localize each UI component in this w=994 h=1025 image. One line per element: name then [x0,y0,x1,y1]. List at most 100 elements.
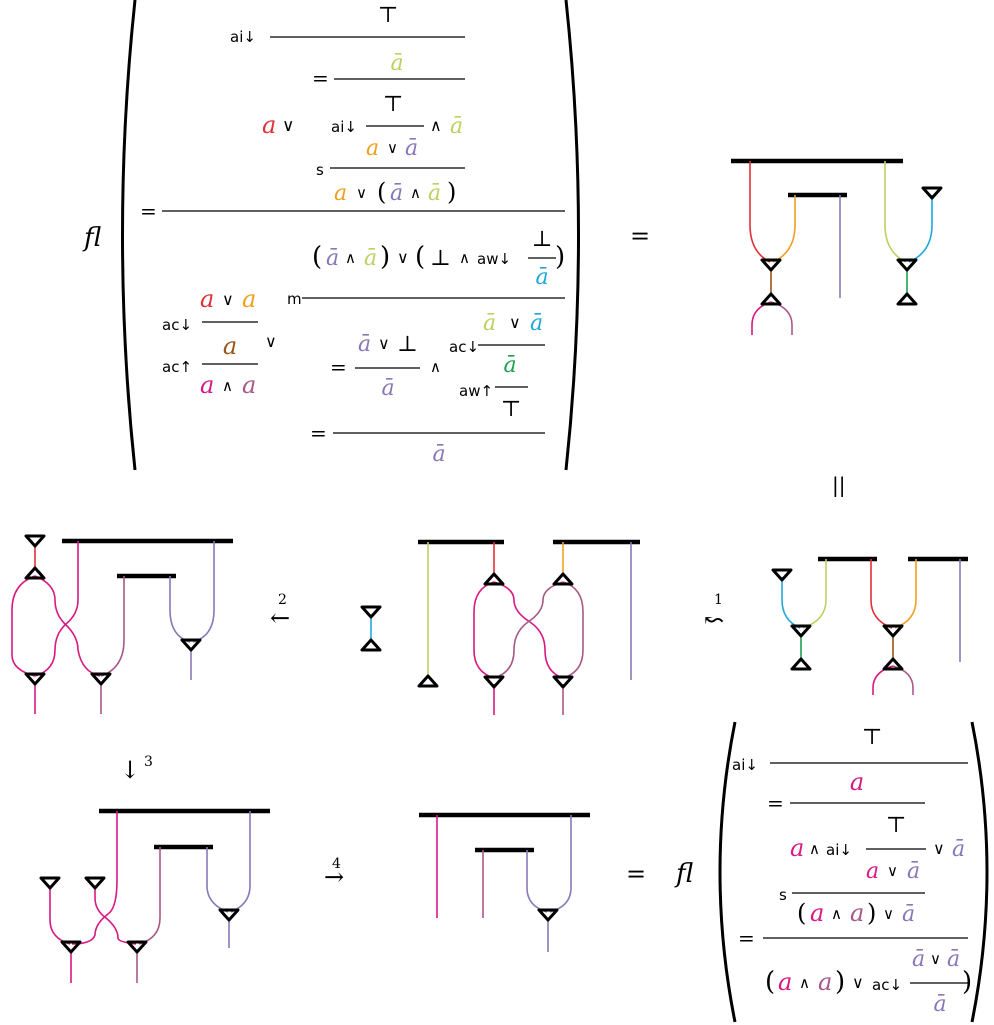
step-arrow-4: → [324,863,344,891]
lparen-3: ( [415,242,425,272]
abar-green-1: ā [503,353,516,378]
a-orange-1: a [366,136,379,161]
a-mauve-2: a [850,899,864,927]
bottom-derivation: fl ai↓ ⊤ a = a ∧ ai↓ ⊤ a ∨ ā ∨ ā s ( a ∧… [674,721,989,1023]
top-derivation: fl ai↓ ⊤ = ā a ∨ ai↓ ⊤ a ∨ ā ∧ ā s a ∨ (… [82,0,580,471]
rparen-3: ) [555,242,565,272]
and-7: ∧ [809,840,820,858]
or-4: ∨ [397,248,409,267]
lparen-5: ( [765,967,775,997]
abar-purple-9: ā [902,902,915,927]
a-orange-3: a [242,285,256,313]
rule-ai-down-4: ai↓ [826,841,852,859]
or-5: ∨ [222,290,234,309]
or-10: ∨ [933,839,945,858]
string-diagram-e [39,808,270,983]
eq-4: = [767,791,784,815]
abar-purple-10: ā [912,947,925,972]
step-arrow-4-num: 4 [332,856,341,872]
or-12: ∨ [852,973,864,992]
step-arrow-1: ↜ [704,606,724,634]
a-red-2: a [200,285,214,313]
step-arrow-2-num: 2 [278,592,287,608]
right-paren-bottom [970,721,989,1023]
bot-2: ⊥ [532,227,553,252]
a-magenta-3: a [790,834,804,862]
a-mauve-1: a [242,371,256,399]
fl-label-bottom: fl [674,859,693,889]
abar-lightgreen-1: ā [450,114,463,139]
or-6: ∨ [265,332,277,351]
eq-bottom-row: = [626,860,646,888]
or-13: ∨ [930,950,941,968]
eq-vertical: || [832,473,845,497]
rule-s-2: s [779,886,787,904]
fl-label-top: fl [82,223,101,253]
string-diagram-b [771,556,968,695]
rule-ac-down-2: ac↓ [449,338,479,356]
and-9: ∧ [799,974,810,992]
or-2: ∨ [387,139,398,157]
a-magenta-6: a [778,968,792,996]
lparen-1: ( [377,178,386,206]
left-paren-top [121,0,137,471]
or-8: ∨ [509,313,521,332]
eq-3: = [310,421,327,445]
step-arrow-3-num: 3 [144,754,153,770]
top-sym-1: ⊤ [378,3,399,28]
a-magenta-1: a [200,371,214,399]
lparen-4: ( [797,899,806,927]
rule-aw-up-1: aw↑ [459,382,493,400]
abar-purple-8: ā [952,837,965,862]
step-arrow-3: ↓ [120,756,140,784]
a-brown-1: a [223,332,237,360]
rule-s-1: s [316,161,324,179]
rparen-2: ) [380,242,390,272]
or-7: ∨ [378,334,390,353]
rule-ai-down-1: ai↓ [230,28,256,46]
a-red-1: a [262,111,276,139]
eq-top-row: = [630,222,650,250]
string-diagram-f [419,812,590,952]
top-sym-2: ⊤ [383,92,404,117]
step-arrow-2: ← [270,604,290,632]
abar-purple-5: ā [381,376,394,401]
rparen-4: ) [867,899,876,927]
string-diagram-c [360,539,640,715]
abar-purple-3: ā [326,246,339,271]
rule-ai-down-2: ai↓ [331,118,357,136]
abar-cyan-1: ā [535,265,548,290]
right-paren-top [564,0,580,471]
abar-cyan-2: ā [530,311,543,336]
abar-purple-4: ā [358,332,371,357]
a-mauve-3: a [818,968,832,996]
or-3: ∨ [356,184,367,202]
a-magenta-5: a [810,899,824,927]
abar-purple-12: ā [933,992,946,1017]
abar-purple-1: ā [405,136,418,161]
and-8: ∧ [831,905,842,923]
step-arrow-1-num: 1 [714,592,723,608]
lparen-2: ( [312,242,322,272]
rule-ai-down-3: ai↓ [732,756,758,774]
a-magenta-4: a [866,859,879,884]
rparen-1: ) [447,178,456,206]
or-11: ∨ [883,905,894,923]
top-sym-5: ⊤ [886,813,907,838]
a-magenta-2: a [850,768,864,796]
or-9: ∨ [887,862,898,880]
left-paren-bottom [718,721,737,1023]
abar-purple-7: ā [907,859,920,884]
eq-2: = [330,355,347,379]
string-diagram-a [731,158,943,335]
abar-lightgreen-3: ā [364,246,377,271]
rparen-5: ) [835,967,845,997]
abar-lightgreen-4: ā [483,311,496,336]
or-1: ∨ [282,116,294,136]
bot-1: ⊥ [430,246,451,271]
rule-ac-down-1: ac↓ [162,316,192,334]
and-3: ∧ [345,249,356,267]
and-1: ∧ [430,116,442,135]
a-orange-2: a [334,181,347,206]
rule-ac-up-1: ac↑ [162,358,192,376]
